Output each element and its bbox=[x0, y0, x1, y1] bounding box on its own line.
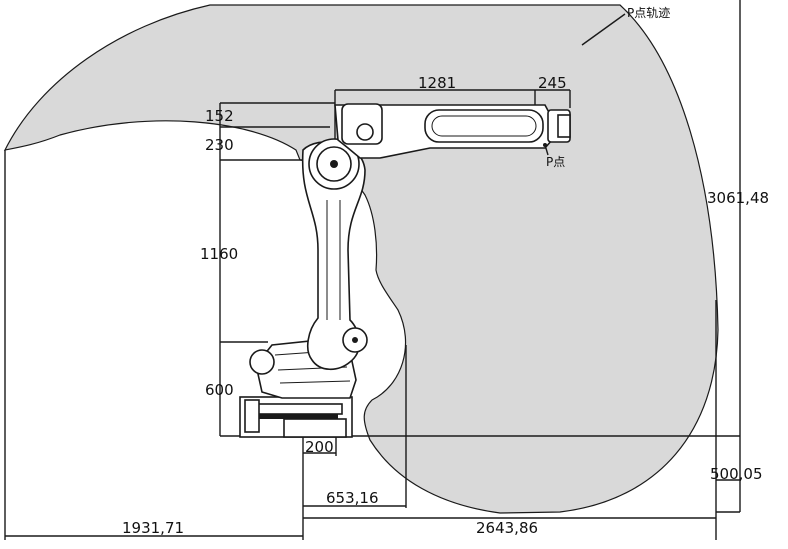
inner-radius-label: 653,16 bbox=[326, 489, 379, 507]
robot-base-foot bbox=[283, 418, 347, 438]
robot-flange bbox=[557, 114, 571, 138]
robot-shoulder-center bbox=[330, 160, 338, 168]
robot-elbow-center bbox=[352, 337, 358, 343]
lower-arm-label: 1160 bbox=[200, 245, 238, 263]
max-height-label: 3061,48 bbox=[707, 189, 769, 207]
robot-base-side bbox=[244, 399, 260, 433]
robot-upper-arm-housing bbox=[424, 109, 544, 143]
arm-length-label: 1281 bbox=[418, 74, 456, 92]
trajectory-label: P点轨迹 bbox=[627, 6, 670, 20]
bottom-reach-label: 500,05 bbox=[710, 465, 763, 483]
offset-top-label: 152 bbox=[205, 107, 234, 125]
robot-upper-arm-slot bbox=[431, 115, 537, 137]
wrist-length-label: 245 bbox=[538, 74, 567, 92]
rear-reach-label: 1931,71 bbox=[122, 519, 184, 537]
point-label: P点 bbox=[546, 155, 565, 169]
robot-arm bbox=[239, 103, 571, 438]
front-reach-label: 2643,86 bbox=[476, 519, 538, 537]
robot-base-plate bbox=[251, 403, 343, 415]
base-height-label: 600 bbox=[205, 381, 234, 399]
robot-lower-arm bbox=[301, 141, 366, 371]
robot-lower-arm-ribs bbox=[326, 200, 341, 320]
robot-arm-motor-cap bbox=[356, 123, 374, 141]
base-offset-label: 200 bbox=[305, 438, 334, 456]
robot-base-band bbox=[258, 414, 338, 419]
trajectory-leader-line bbox=[581, 13, 626, 46]
robot-counterweight bbox=[249, 349, 275, 375]
offset-230-label: 230 bbox=[205, 136, 234, 154]
tcp-leader-line bbox=[544, 144, 549, 156]
workspace-envelope bbox=[3, 4, 719, 514]
